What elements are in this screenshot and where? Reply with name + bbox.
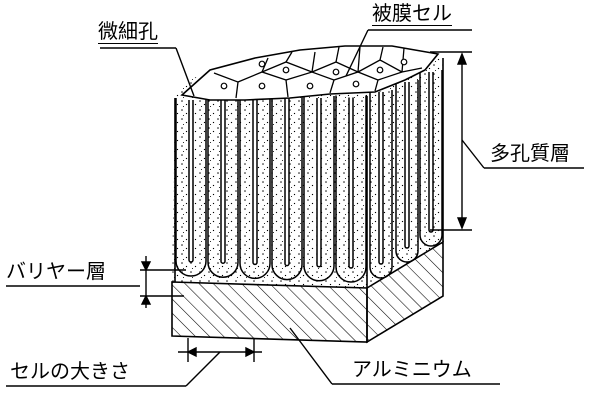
cell-column: [207, 97, 239, 278]
micropore-channel: [378, 92, 384, 265]
cell-column: [369, 90, 393, 279]
micropore-channel: [284, 98, 290, 267]
micropore-channel: [348, 97, 354, 269]
leader-lines: [6, 29, 500, 387]
micropore-channel: [188, 100, 194, 263]
cell-column: [419, 70, 443, 247]
cell-column: [175, 98, 207, 277]
micropore-channel: [428, 72, 434, 233]
cell-columns-front: [175, 95, 367, 283]
cell-column: [335, 95, 367, 283]
micropore-channel: [252, 99, 258, 266]
hexagonal-cell-network: [213, 46, 423, 99]
micropore-channel: [404, 82, 410, 249]
label-film-cell: 被膜セル: [372, 1, 452, 26]
label-micropore: 微細孔: [98, 19, 158, 44]
cell-column: [395, 80, 419, 263]
label-cell-size: セルの大きさ: [10, 359, 130, 383]
aluminum-right-face: [366, 240, 444, 344]
porous-layer-dimension: [430, 51, 584, 231]
pore-openings: [220, 58, 408, 90]
micropore-channel: [220, 99, 226, 264]
label-barrier-layer: バリヤー層: [6, 259, 106, 283]
cell-column: [271, 96, 303, 281]
label-porous-layer: 多孔質層: [490, 141, 570, 165]
cell-column: [239, 97, 271, 280]
porous-layer-outline: [174, 58, 444, 288]
cell-column: [303, 96, 335, 282]
label-aluminum: アルミニウム: [352, 357, 472, 381]
aluminum-front-face: [171, 281, 368, 343]
micropore-channel: [316, 98, 322, 268]
